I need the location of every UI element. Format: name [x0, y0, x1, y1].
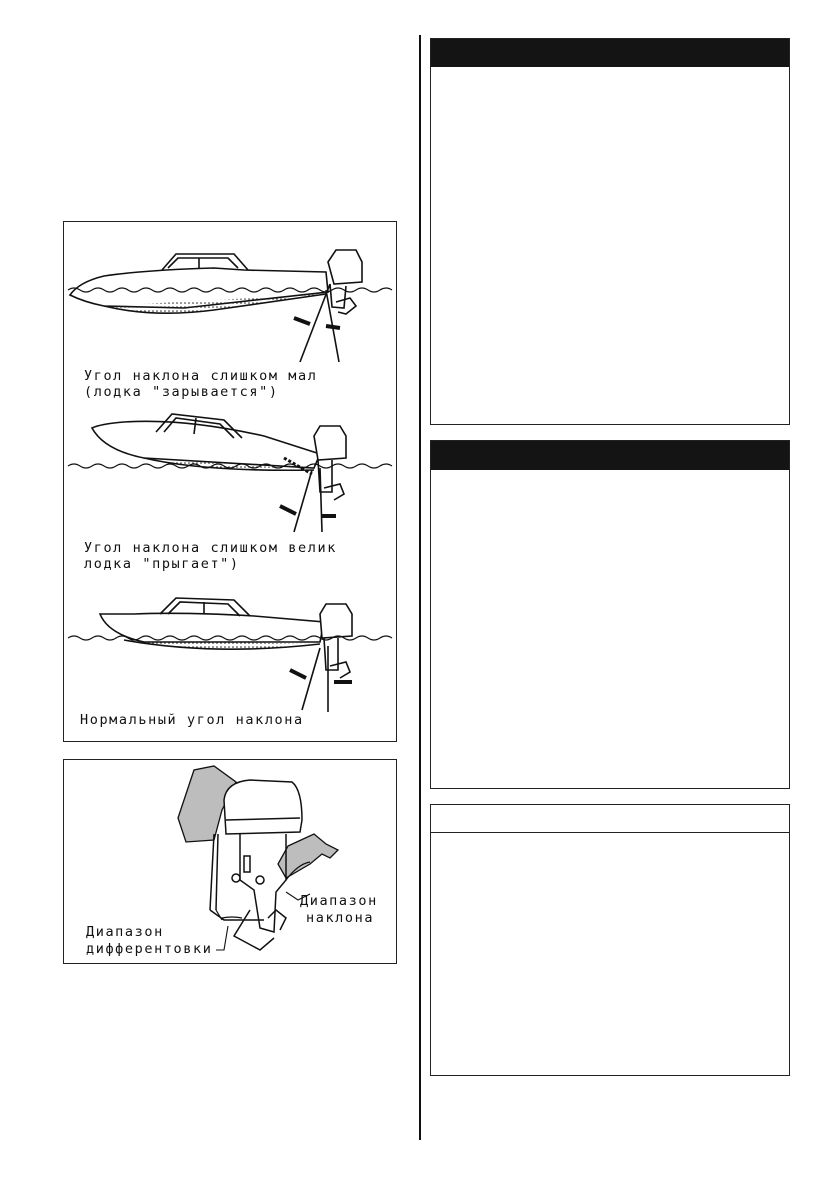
boat-bow-up — [90, 413, 347, 533]
notice-box-3 — [430, 804, 790, 1076]
water-line-2 — [67, 463, 393, 469]
boat-normal — [98, 597, 353, 712]
motor-range-illustration — [177, 765, 340, 951]
trim-range-label-1: Диапазон — [86, 924, 164, 940]
water-line-3 — [67, 635, 393, 641]
notice-box-1 — [430, 38, 790, 425]
caption-bow-digging: (лодка "зарывается") — [84, 384, 279, 400]
caption-angle-too-small: Угол наклона слишком мал — [84, 368, 318, 384]
notice-2-header-bar — [431, 441, 789, 470]
caption-angle-too-large: Угол наклона слишком велик — [84, 540, 337, 556]
caption-bow-bouncing: лодка "прыгает") — [84, 556, 240, 572]
trim-tilt-range-figure: Диапазон наклона Диапазон дифферентовки — [63, 759, 397, 964]
trim-range-label-2: дифферентовки — [86, 941, 213, 957]
tilt-range-label-1: Диапазон — [300, 893, 378, 909]
notice-1-header-bar — [431, 39, 789, 67]
trim-angle-figure: Угол наклона слишком мал (лодка "зарывае… — [63, 221, 397, 742]
column-divider — [419, 35, 421, 1140]
notice-3-header-bar — [431, 805, 789, 833]
notice-box-2 — [430, 440, 790, 789]
tilt-range-label-2: наклона — [306, 910, 375, 926]
trim-angle-illustration — [67, 249, 393, 712]
tilted-lower-unit-shade — [277, 833, 340, 879]
water-line-1 — [67, 287, 393, 293]
boat-bow-down — [68, 249, 363, 363]
caption-normal-angle: Нормальный угол наклона — [80, 712, 304, 728]
outboard-motor — [209, 779, 303, 951]
